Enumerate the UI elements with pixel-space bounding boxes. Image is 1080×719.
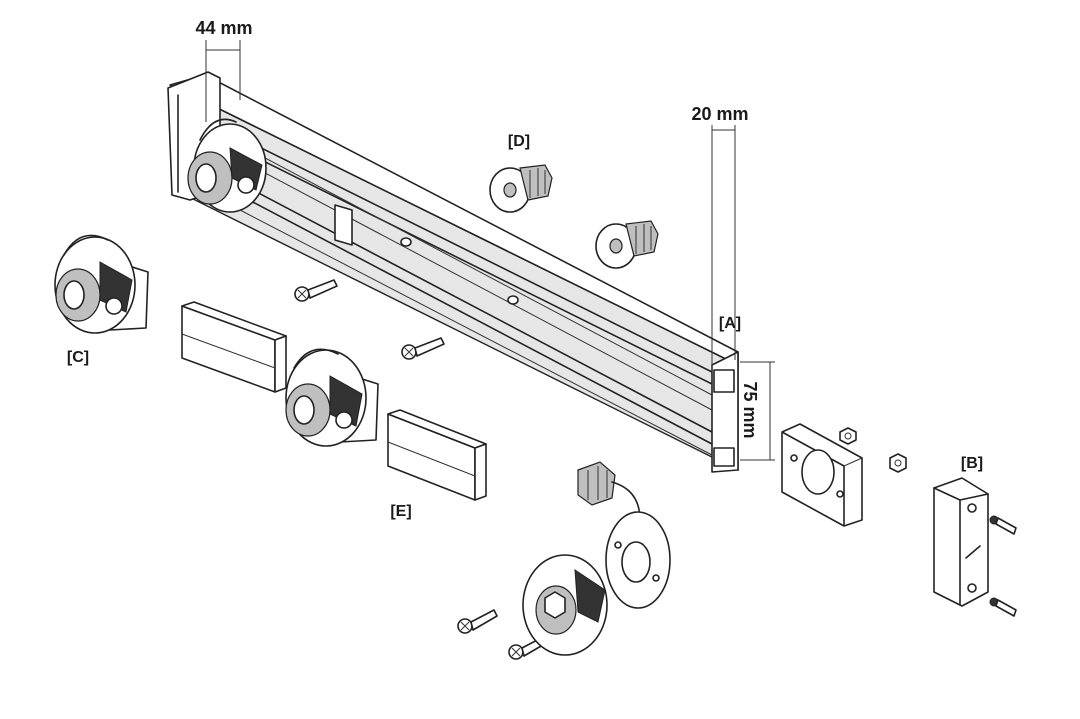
screw-1 (294, 279, 338, 302)
dimension-20mm: 20 mm (691, 104, 749, 372)
connector-e-left (181, 301, 287, 393)
dimension-20mm-label: 20 mm (691, 104, 748, 124)
screw-3 (457, 609, 498, 634)
screw-6 (989, 597, 1017, 617)
end-cap-b (933, 477, 989, 607)
part-label-c: [C] (67, 349, 89, 366)
part-label-b: [B] (961, 455, 983, 472)
connector-e-right (387, 409, 487, 501)
nut-2 (889, 453, 907, 473)
dimension-44mm: 44 mm (195, 18, 253, 122)
dimension-44mm-label: 44 mm (195, 18, 252, 38)
rail-a (167, 71, 739, 473)
knob-bottom (522, 554, 608, 656)
part-label-e: [E] (390, 503, 411, 520)
dimension-75mm: 75 mm (740, 361, 775, 461)
part-label-d: [D] (508, 133, 530, 150)
part-label-a: [A] (719, 315, 741, 332)
tether-disc (577, 461, 671, 609)
nut-1 (839, 427, 857, 445)
knob-middle (285, 348, 379, 447)
mounting-plate (781, 423, 863, 527)
cap-d-upper (489, 164, 553, 213)
cap-d-lower (595, 220, 659, 269)
knob-c (54, 234, 149, 334)
dimension-75mm-label: 75 mm (740, 381, 760, 438)
screw-2 (401, 337, 445, 360)
screw-5 (989, 515, 1017, 535)
